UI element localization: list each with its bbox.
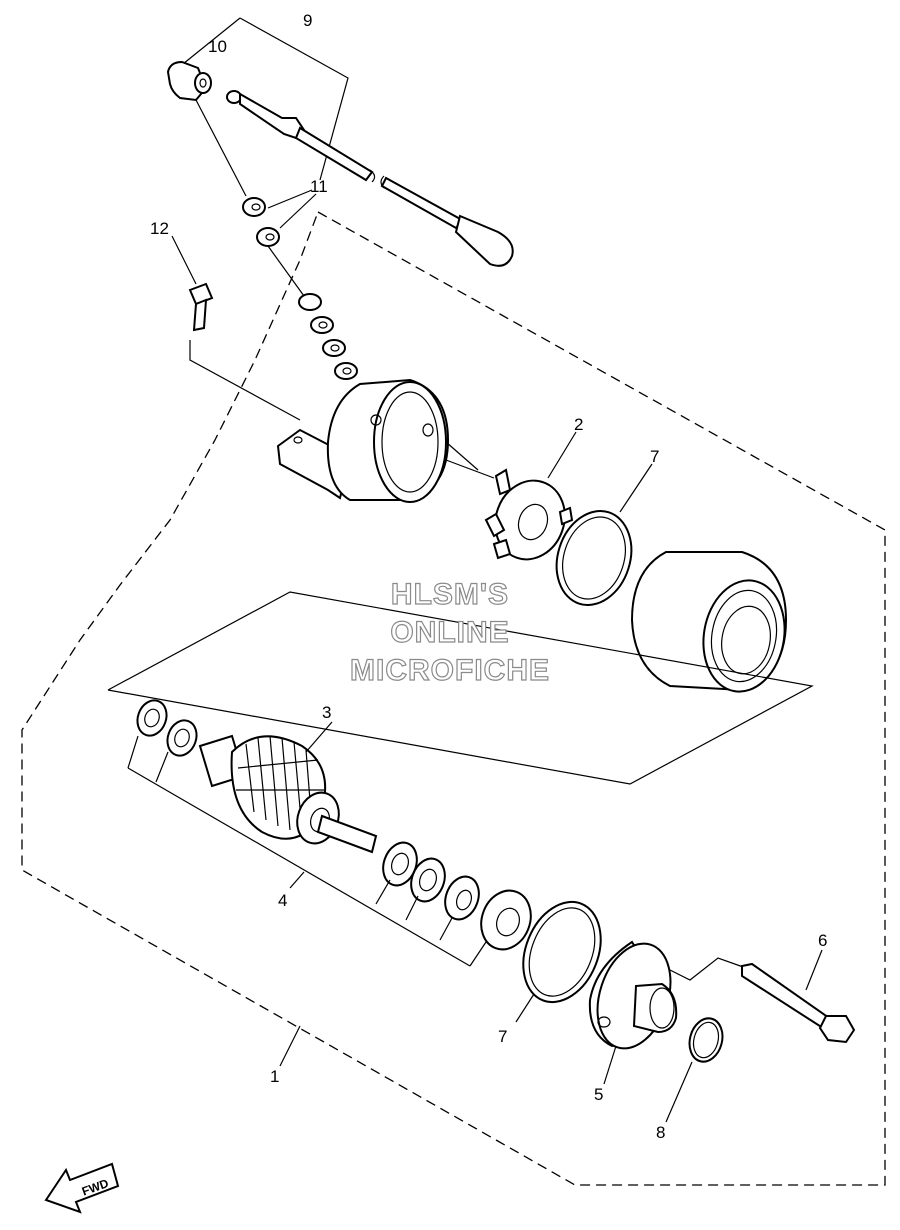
through-bolt — [741, 949, 856, 1044]
housing-bracket — [107, 591, 814, 785]
callout-5: 5 — [594, 1085, 603, 1104]
watermark-line-2: ONLINE — [390, 616, 509, 649]
motor-housing-tube — [630, 551, 788, 693]
o-ring-lower — [515, 900, 602, 1023]
callout-6: 6 — [818, 931, 827, 950]
nuts-and-washers — [242, 189, 358, 380]
fwd-arrow-icon: FWD — [44, 1162, 120, 1214]
assembly-outline — [21, 211, 886, 1186]
motor-yoke — [276, 378, 495, 503]
brush-holder-plate — [484, 431, 577, 561]
callout-7-upper: 7 — [650, 447, 659, 466]
front-cover — [588, 940, 747, 1085]
callout-4: 4 — [278, 891, 287, 910]
battery-lead-group — [166, 17, 514, 267]
mounting-bolt — [171, 235, 301, 421]
callout-3: 3 — [322, 703, 331, 722]
watermark-line-3: MICROFICHE — [350, 654, 550, 687]
washer-set — [127, 735, 532, 967]
o-ring-small — [665, 1017, 724, 1123]
callout-9: 9 — [303, 11, 312, 30]
callout-11: 11 — [310, 177, 328, 196]
callout-12: 12 — [150, 219, 169, 238]
callout-7-lower: 7 — [498, 1027, 507, 1046]
callout-1: 1 — [270, 1067, 279, 1086]
callout-2: 2 — [574, 415, 583, 434]
armature — [136, 699, 378, 854]
callout-8: 8 — [656, 1123, 665, 1142]
watermark-line-1: HLSM'S — [391, 578, 509, 611]
o-ring-upper — [555, 463, 653, 606]
callout-10: 10 — [208, 37, 227, 56]
